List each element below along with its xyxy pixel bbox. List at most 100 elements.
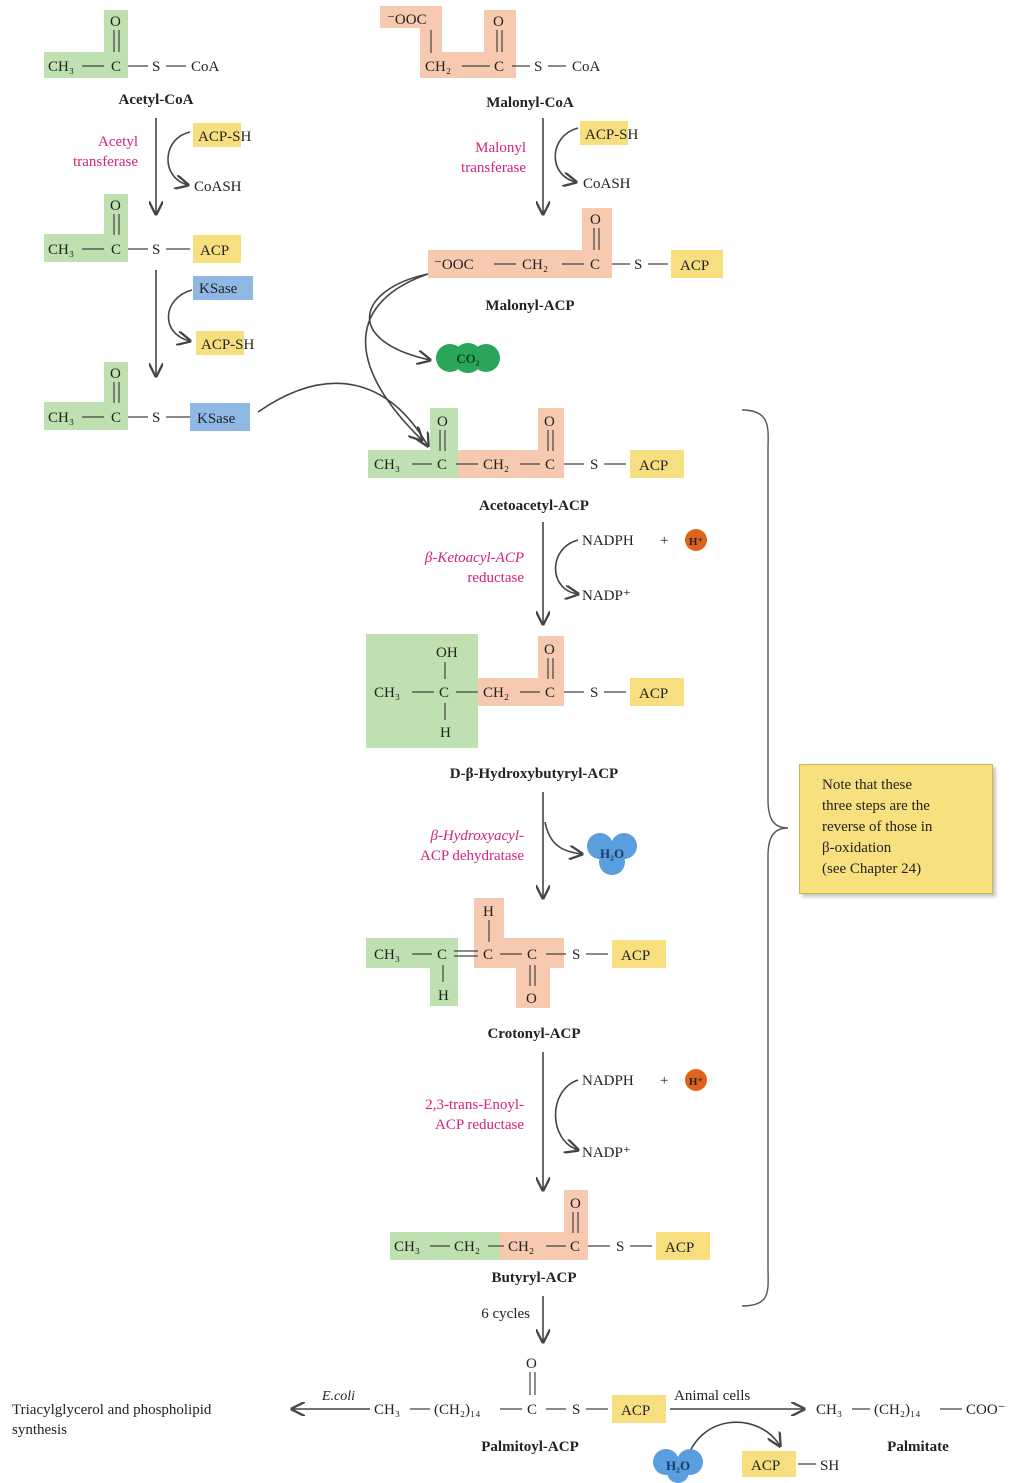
hydrolysis-arrow [685,1421,780,1463]
nadph-reagent: NADPH [582,533,634,549]
thioester-oxygen: O [570,1196,581,1212]
carbonyl-oxygen: O [110,366,121,382]
ch2-group: CH₂ [483,685,509,701]
hydroxyl-group: OH [436,645,458,661]
coa-group: CoA [572,59,601,75]
thioester-carbon: C [527,947,537,963]
acp-sh-product: ACP-SH [201,337,255,353]
proton-label: H⁺ [689,536,704,548]
sulfur: S [152,410,160,426]
ksase-group: KSase [197,411,236,427]
acp-sh-reagent: ACP-SH [585,127,639,143]
note-line: Note that these [822,777,912,793]
beta-oxidation-note: Note that these three steps are the reve… [799,764,993,894]
acp-box [580,121,628,145]
acp-group: ACP [751,1458,780,1474]
ch3-group: CH₃ [374,947,400,963]
enzyme-label-line1: Malonyl [475,140,526,156]
condensation-arrow [257,382,428,446]
nadp-product: NADP⁺ [582,1145,631,1161]
crotonyl-acp-label: Crotonyl-ACP [487,1026,580,1042]
crotonyl-acp-structure: CH₃ C H H C C O S ACP [366,898,666,1008]
thioester-oxygen: O [526,1356,537,1372]
acp-box [193,123,241,147]
water-molecule: H₂O [653,1449,703,1483]
acetyl-coa-structure: CH₃ C O S CoA [44,10,220,78]
plus-sign: + [660,1073,668,1089]
enzyme-label-line2: transferase [73,154,138,170]
ch3-group: CH₃ [816,1402,842,1418]
enzyme-label-line1: β-Ketoacyl-ACP [424,550,524,566]
acp-group: ACP [621,1403,650,1419]
enzyme-label-line1: Acetyl [98,134,138,150]
note-line: (see Chapter 24) [822,861,922,877]
thioester-oxygen: O [544,642,555,658]
note-line: β-oxidation [822,840,892,856]
nadph-reagent: NADPH [582,1073,634,1089]
acp-group: ACP [200,243,229,259]
coash-product: CoASH [583,176,631,192]
carboxylate: ⁻OOC [387,12,427,28]
thioester-carbon: C [527,1402,537,1418]
sulfur: S [616,1239,624,1255]
carbonyl-carbon: C [111,59,121,75]
cycle-bracket [741,409,789,1307]
acetyl-ksase-structure: CH₃ C O S KSase [44,362,250,431]
methylene-chain: (CH₂)₁₄ [434,1402,481,1418]
proton-label: H⁺ [689,1076,704,1088]
animal-cells-label: Animal cells [674,1388,750,1404]
butyryl-acp-structure: CH₃ CH₂ CH₂ C O S ACP [390,1190,710,1260]
proton-icon [685,1069,707,1091]
sulfur: S [152,59,160,75]
carbonyl-oxygen: O [493,14,504,30]
thioester-oxygen: O [526,991,537,1007]
carbonyl-carbon: C [494,59,504,75]
ch2-group: CH₂ [522,257,548,273]
hydrogen: H [438,988,449,1004]
ch3-group: CH₃ [374,685,400,701]
sulfur: S [534,59,542,75]
note-line: reverse of those in [822,819,933,835]
side-arrow [554,127,578,182]
ecoli-label: E.coli [321,1389,355,1404]
ch2-group: CH₂ [483,457,509,473]
sulfur: S [572,1402,580,1418]
methylene-chain: (CH₂)₁₄ [874,1402,921,1418]
palmitoyl-acp-label: Palmitoyl-ACP [481,1439,578,1455]
side-arrow [167,131,190,185]
palmitoyl-acp-structure: CH₃ (CH₂)₁₄ C O S ACP [374,1356,666,1423]
hydrogen: H [483,904,494,920]
water-label: H₂O [666,1458,690,1473]
sulfur: S [634,257,642,273]
acetoacetyl-acp-structure: CH₃ C O CH₂ C O S ACP [368,408,684,478]
acp-group: ACP [665,1240,694,1256]
acp-sh-reagent: ACP-SH [198,129,252,145]
keto-oxygen: O [437,414,448,430]
side-arrow [554,539,579,594]
enzyme-label-line2: ACP reductase [435,1117,524,1133]
ch3-group: CH₃ [48,59,74,75]
ch2-group: CH₂ [454,1239,480,1255]
co2-molecule: CO₂ [436,343,500,373]
acp-group: ACP [639,686,668,702]
proton-icon [685,529,707,551]
thioester-oxygen: O [544,414,555,430]
cycles-label: 6 cycles [481,1306,530,1322]
water-label: H₂O [600,846,624,861]
sulfur: S [590,685,598,701]
beta-carbon: C [437,947,447,963]
note-line: three steps are the [822,798,930,814]
sulfur: S [572,947,580,963]
acetoacetyl-acp-label: Acetoacetyl-ACP [479,498,589,514]
malonyl-coa-structure: ⁻OOC CH₂ C O S CoA [380,6,601,78]
carbonyl-oxygen: O [590,212,601,228]
ch3-group: CH₃ [374,457,400,473]
co2-label: CO₂ [456,351,480,366]
carboxylate: ⁻OOC [434,257,474,273]
carbonyl-carbon: C [111,410,121,426]
malonyl-acp-label: Malonyl-ACP [485,298,574,314]
keto-carbon: C [437,457,447,473]
side-arrow [544,821,582,854]
butyryl-acp-label: Butyryl-ACP [492,1270,577,1286]
sulfur: S [152,242,160,258]
